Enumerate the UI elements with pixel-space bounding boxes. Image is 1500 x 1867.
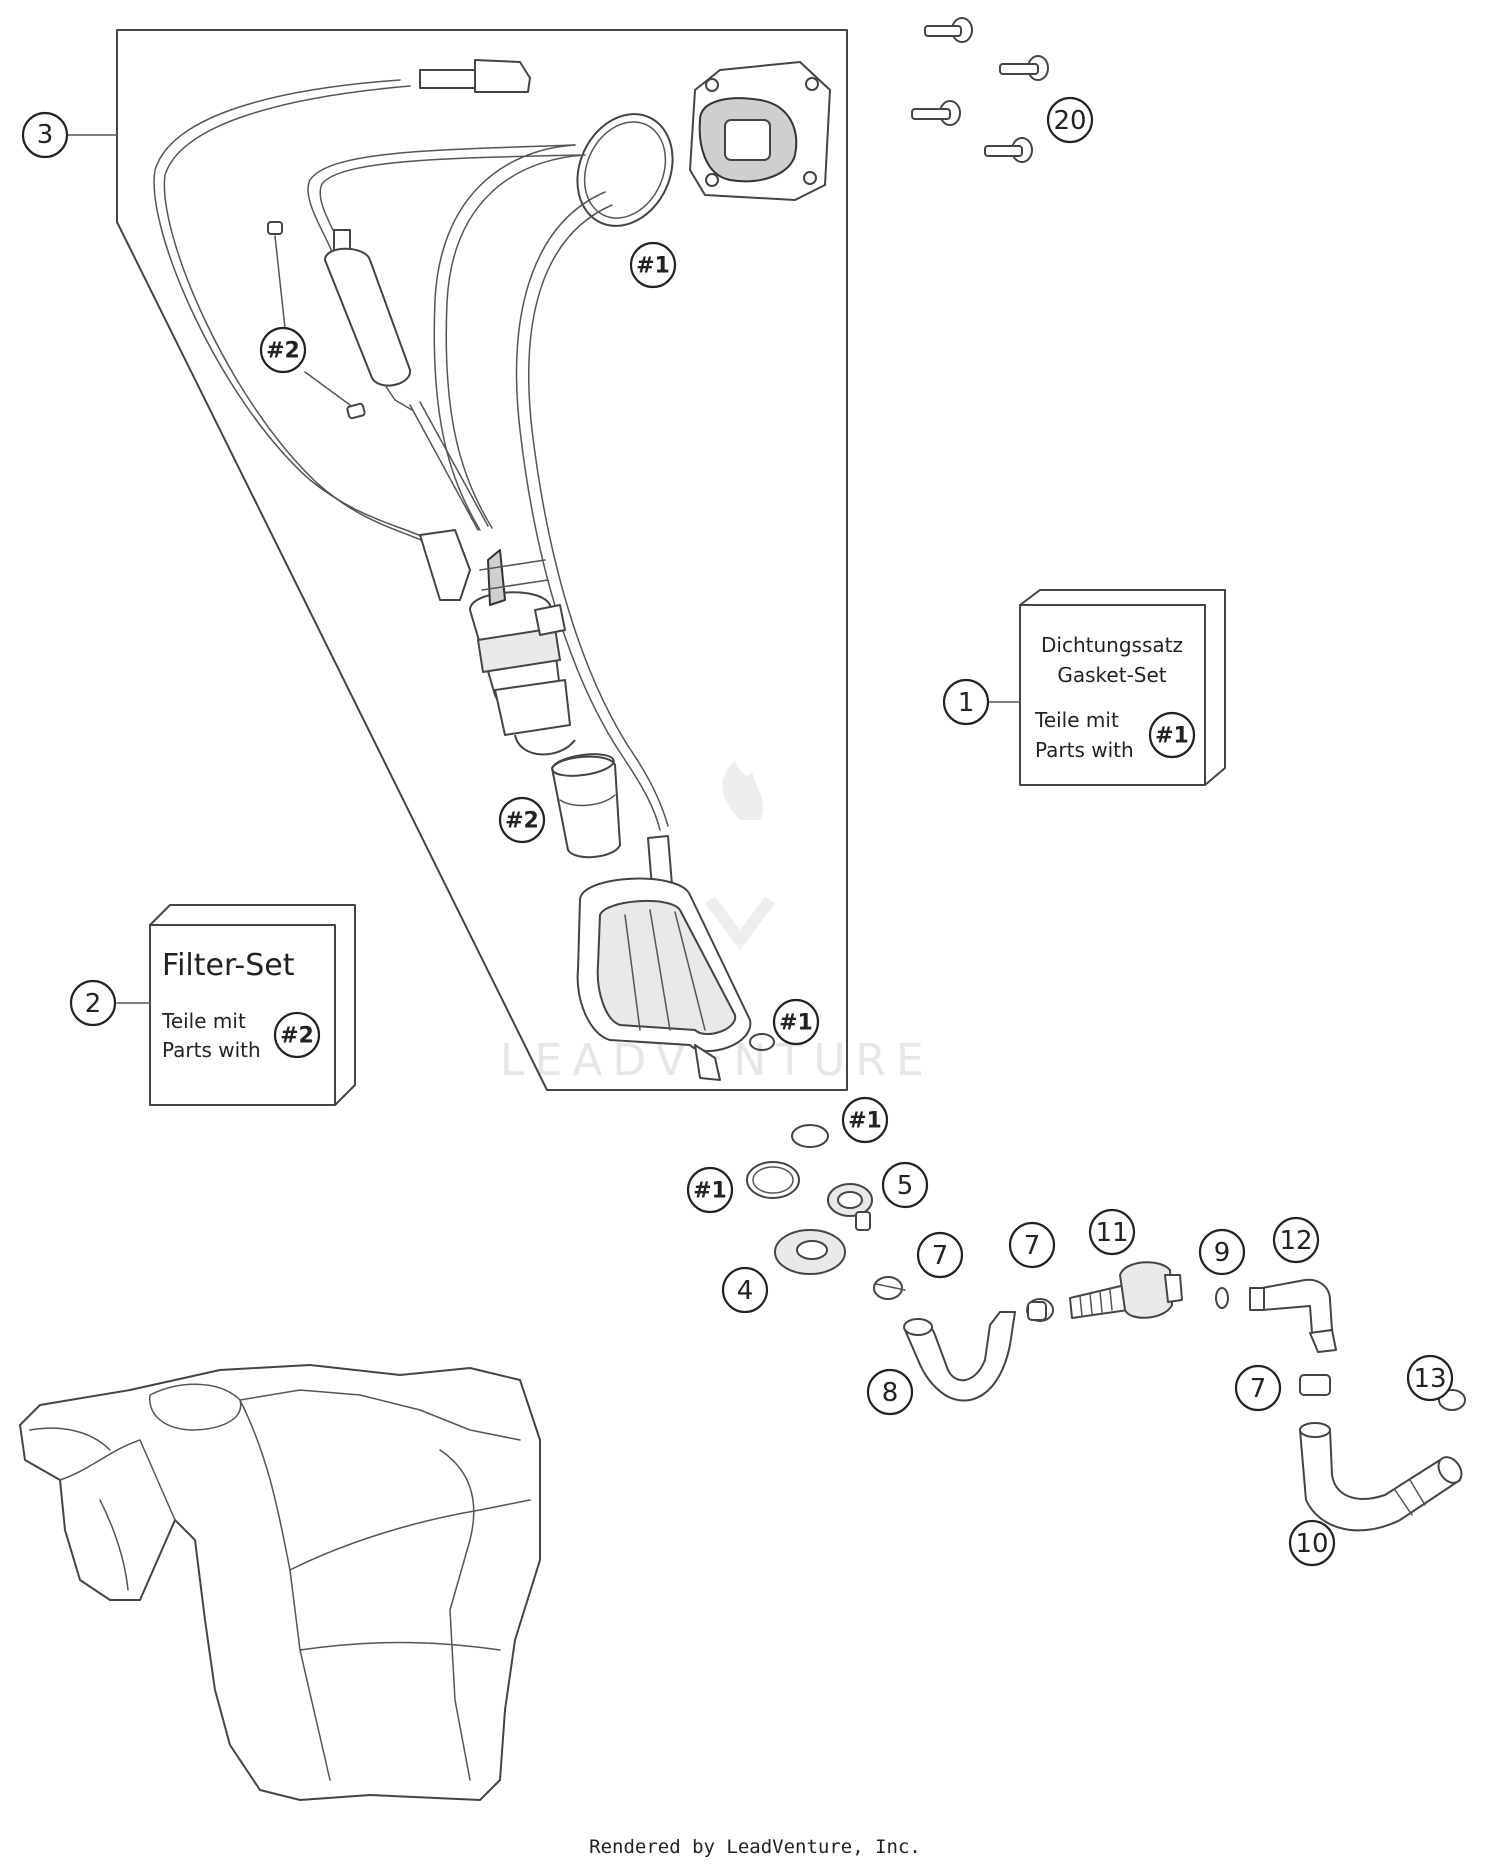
svg-text:#1: #1 (693, 1179, 727, 1204)
rendered-by-credit: Rendered by LeadVenture, Inc. (589, 1836, 921, 1858)
filter-sleeve (551, 753, 621, 859)
callout-5: 5 (881, 1161, 929, 1209)
svg-text:7: 7 (1024, 1231, 1041, 1261)
wiring-harness (153, 59, 531, 547)
svg-text:#1: #1 (848, 1109, 882, 1134)
watermark-flame-icon (722, 760, 764, 820)
callout-1: 1 (942, 678, 990, 726)
callout-hash2-mid: #2 (498, 796, 546, 844)
callout-9: 9 (1198, 1228, 1246, 1276)
callout-hash1-b: #1 (686, 1166, 734, 1214)
svg-text:12: 12 (1279, 1226, 1312, 1256)
callout-13: 13 (1406, 1354, 1454, 1402)
callout-8: 8 (866, 1368, 914, 1416)
hose-clamp-7a (873, 1276, 906, 1300)
hose-8 (903, 1311, 1016, 1402)
gasket-set-badge: #1 (1155, 724, 1189, 749)
gasket-set-label: Dichtungssatz Gasket-Set Teile mit Parts… (1034, 633, 1196, 762)
callout-12: 12 (1272, 1216, 1320, 1264)
callout-10: 10 (1288, 1519, 1336, 1567)
gasket-set-line2: Gasket-Set (1057, 663, 1166, 687)
filter-set-title: Filter-Set (162, 948, 295, 983)
svg-text:#1: #1 (779, 1011, 813, 1036)
hose-10 (1299, 1422, 1463, 1532)
gasket-set-line3: Teile mit (1034, 708, 1119, 732)
watermark-v-icon (705, 896, 775, 950)
callout-hash1-a: #1 (841, 1096, 889, 1144)
quick-connector-11 (1069, 1261, 1183, 1319)
callout-4: 4 (721, 1266, 769, 1314)
small-part-9 (1215, 1287, 1229, 1309)
svg-text:8: 8 (882, 1378, 899, 1408)
svg-text:20: 20 (1053, 106, 1086, 136)
filter-set-box (116, 904, 356, 1106)
fuel-tank (19, 1364, 541, 1801)
svg-text:#1: #1 (636, 254, 670, 279)
flange-screws (911, 17, 1049, 163)
svg-text:13: 13 (1413, 1364, 1446, 1394)
elbow-fitting-12 (1249, 1278, 1337, 1353)
callout-7-b: 7 (1008, 1221, 1056, 1269)
fuel-pump (419, 529, 576, 756)
svg-text:9: 9 (1214, 1238, 1231, 1268)
svg-text:2: 2 (85, 989, 102, 1019)
filter-set-line1: Teile mit (161, 1009, 246, 1033)
valve-part-5 (827, 1183, 873, 1231)
hose-clamp-7c (1299, 1374, 1331, 1396)
callout-hash2-left: #2 (259, 326, 307, 374)
small-orings (746, 1124, 829, 1199)
harness-connector (474, 59, 531, 93)
grommet-4 (774, 1229, 846, 1275)
svg-text:5: 5 (897, 1171, 914, 1201)
callout-20: 20 (1046, 96, 1094, 144)
filter-set-line2: Parts with (162, 1038, 261, 1062)
gasket-set-line4: Parts with (1035, 738, 1134, 762)
return-tube (409, 401, 489, 531)
callout-7-c: 7 (1234, 1364, 1282, 1412)
svg-text:10: 10 (1295, 1529, 1328, 1559)
callout-2: 2 (69, 979, 117, 1027)
callout-7-a: 7 (916, 1231, 964, 1279)
svg-text:#2: #2 (266, 339, 300, 364)
svg-text:11: 11 (1095, 1218, 1128, 1248)
pump-flange (689, 61, 831, 201)
svg-text:7: 7 (1250, 1374, 1267, 1404)
callout-hash1-top: #1 (629, 241, 677, 289)
fuel-pump-assembly-frame (66, 29, 848, 1091)
svg-text:3: 3 (37, 120, 54, 150)
filter-set-badge: #2 (280, 1024, 314, 1049)
hose-clamp-7b (1026, 1298, 1054, 1322)
flange-gasket (576, 113, 674, 227)
callout-hash1-bottom: #1 (772, 998, 820, 1046)
callout-11: 11 (1088, 1208, 1136, 1256)
svg-text:7: 7 (932, 1241, 949, 1271)
fuel-lines (307, 144, 669, 831)
strainer (576, 835, 775, 1081)
filter-set-label: Filter-Set Teile mit Parts with #2 (161, 948, 321, 1062)
svg-text:4: 4 (737, 1276, 754, 1306)
callout-3: 3 (21, 111, 69, 159)
svg-text:1: 1 (958, 688, 975, 718)
svg-text:#2: #2 (505, 809, 539, 834)
gasket-set-line1: Dichtungssatz (1041, 633, 1183, 657)
inline-fuel-filter (267, 221, 413, 420)
